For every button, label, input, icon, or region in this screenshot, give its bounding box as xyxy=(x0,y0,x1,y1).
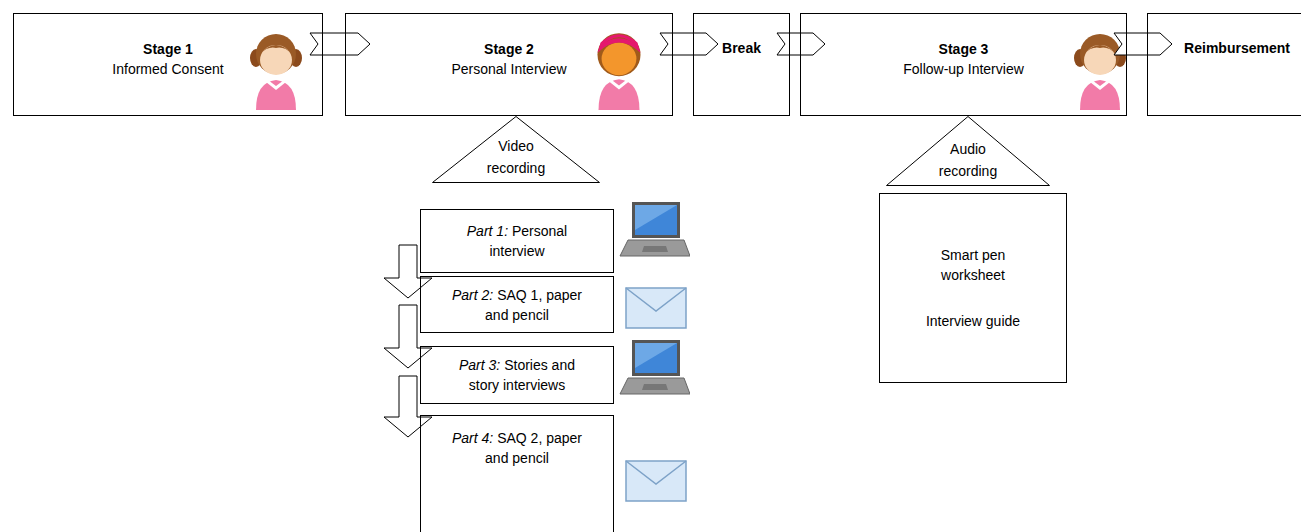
stage-box: Stage 2Personal Interview xyxy=(345,13,673,116)
part-number: Part 1: xyxy=(467,223,508,239)
flow-arrow xyxy=(777,33,825,55)
part-label: SAQ 2, paper and pencil xyxy=(485,430,582,466)
part-number: Part 3: xyxy=(459,357,500,373)
flow-arrow xyxy=(660,33,718,55)
laptop-icon xyxy=(620,340,690,394)
part-box: Part 1:Personal interview xyxy=(420,209,614,273)
stage-box: Reimbursement xyxy=(1147,13,1301,116)
stage-box: Break xyxy=(693,13,790,116)
material-box: Smart pen worksheetInterview guide xyxy=(879,193,1067,383)
triangle-outline xyxy=(433,117,600,183)
person-icon xyxy=(250,34,302,110)
stage-label: Follow-up Interview xyxy=(903,59,1024,79)
stage-label: Personal Interview xyxy=(451,59,566,79)
stage-label: Informed Consent xyxy=(112,59,223,79)
part-label: SAQ 1, paper and pencil xyxy=(485,287,582,323)
box-label: Interview guide xyxy=(926,311,1020,331)
flow-arrow xyxy=(1114,33,1172,55)
flow-arrow xyxy=(384,305,432,368)
recording-triangle: Video recording xyxy=(432,116,600,183)
part-number: Part 2: xyxy=(452,287,493,303)
person-icon xyxy=(597,33,640,110)
part-text: Part 2:SAQ 1, paper and pencil xyxy=(445,285,589,325)
part-text: Part 1:Personal interview xyxy=(445,221,589,261)
box-label: Break xyxy=(722,40,761,56)
part-box: Part 2:SAQ 1, paper and pencil xyxy=(420,276,614,333)
envelope-icon xyxy=(626,288,686,328)
recording-triangle: Audio recording xyxy=(886,116,1050,186)
triangle-outline xyxy=(887,117,1050,186)
part-number: Part 4: xyxy=(452,430,493,446)
stage-box: Stage 3Follow-up Interview xyxy=(800,13,1127,116)
stage-number: Stage 3 xyxy=(939,39,989,59)
part-box: Part 3:Stories and story interviews xyxy=(420,346,614,404)
part-box: Part 4:SAQ 2, paper and pencil xyxy=(420,415,614,532)
stage-box: Stage 1Informed Consent xyxy=(13,13,323,116)
part-text: Part 4:SAQ 2, paper and pencil xyxy=(445,428,589,468)
laptop-icon xyxy=(620,202,690,256)
person-icon xyxy=(1074,34,1126,110)
flow-arrow xyxy=(310,33,370,55)
flow-arrow xyxy=(384,245,432,298)
box-label: Smart pen worksheet xyxy=(920,245,1026,285)
recording-label: Video recording xyxy=(481,135,551,179)
stage-number: Stage 2 xyxy=(484,39,534,59)
recording-label: Audio recording xyxy=(933,138,1003,182)
flow-arrow xyxy=(384,376,432,437)
stage-number: Stage 1 xyxy=(143,39,193,59)
part-text: Part 3:Stories and story interviews xyxy=(445,355,589,395)
envelope-icon xyxy=(626,461,686,501)
box-label: Reimbursement xyxy=(1184,40,1290,56)
